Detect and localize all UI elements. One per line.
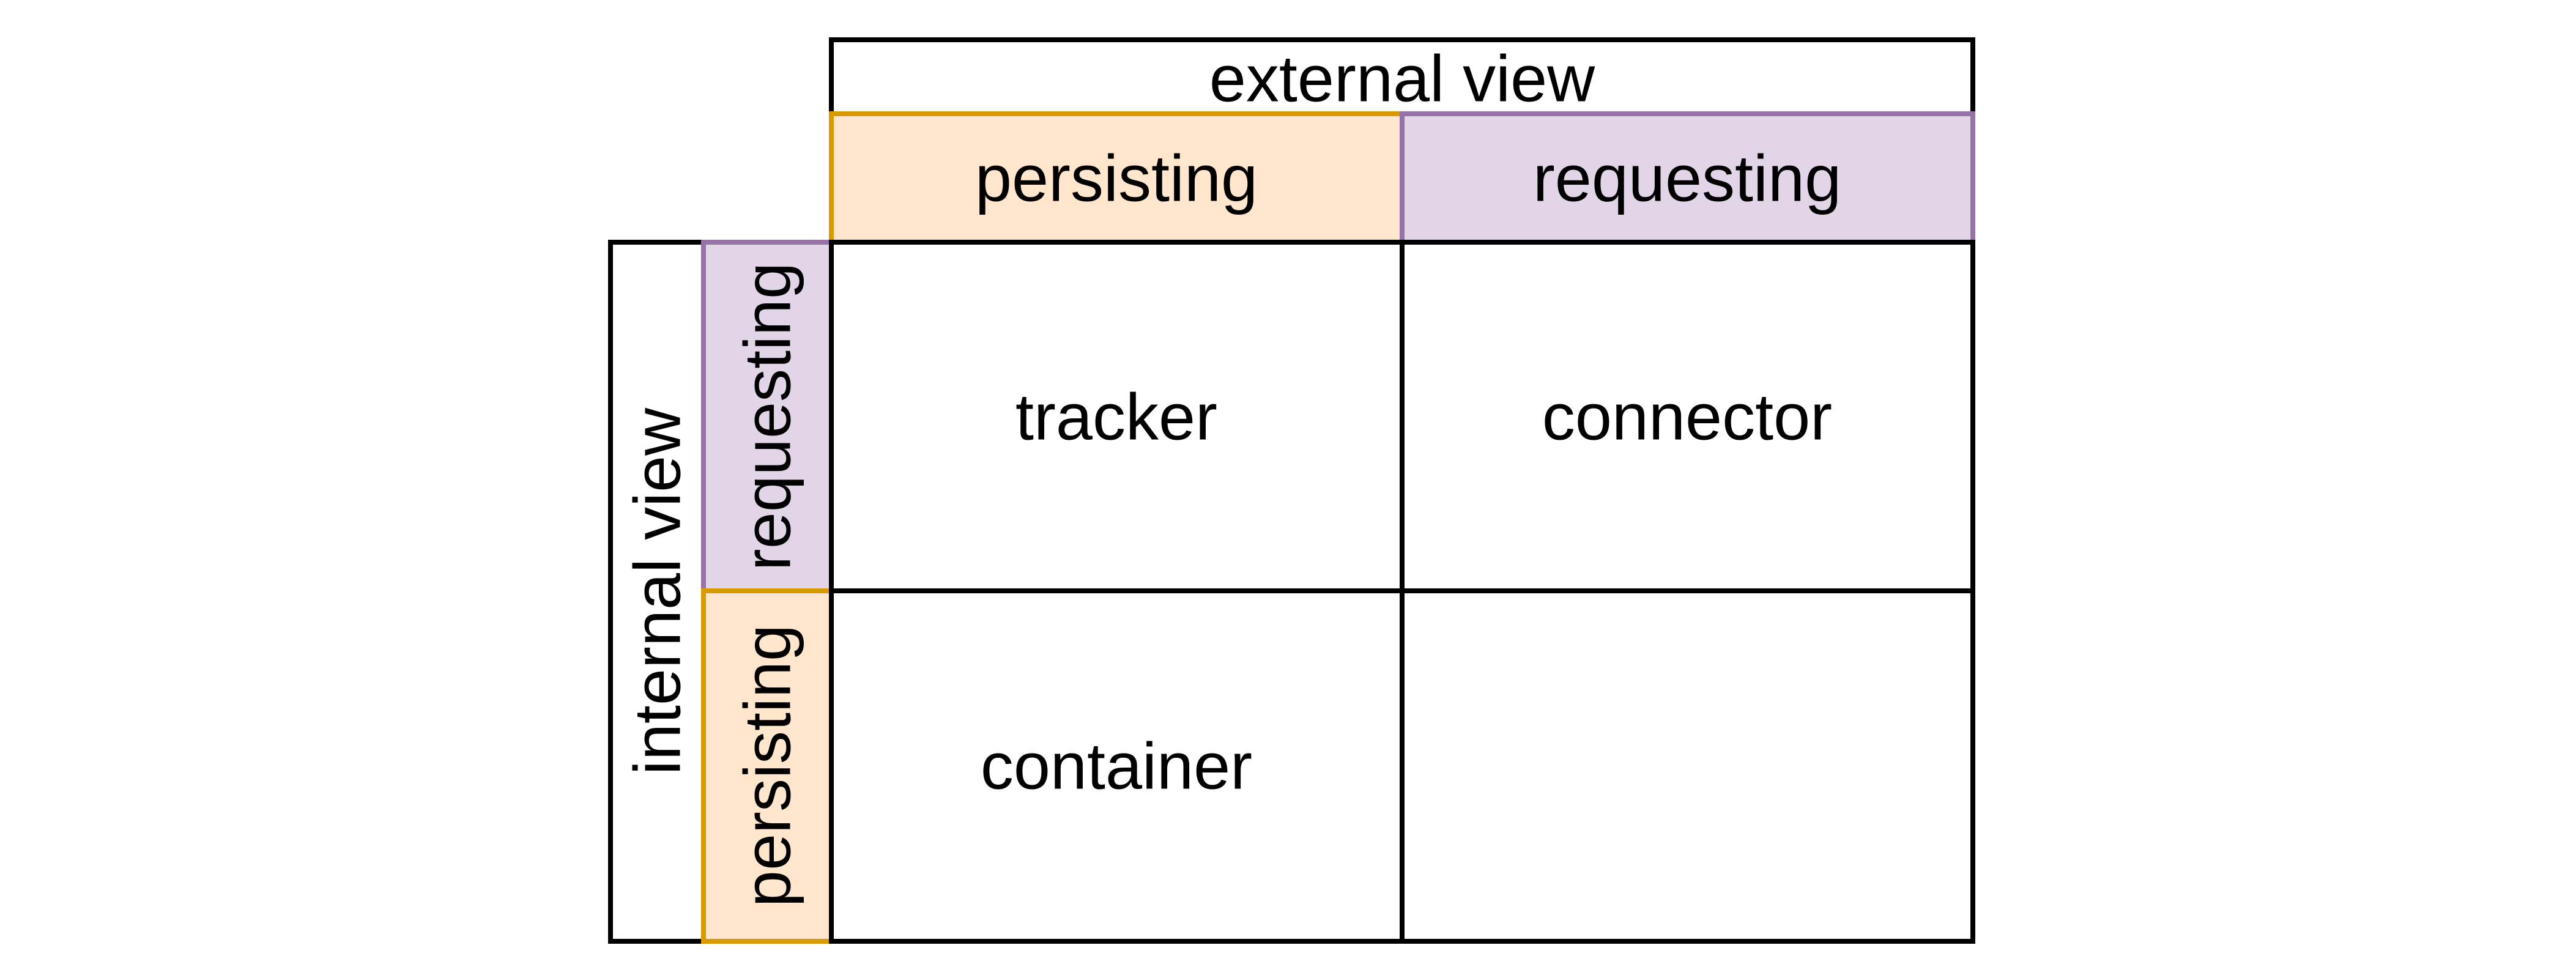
row-header-persisting-label: persisting xyxy=(730,624,804,907)
external-view-label: external view xyxy=(1209,42,1595,116)
cell-persisting-requesting xyxy=(1400,588,1975,944)
column-header-persisting-label: persisting xyxy=(975,141,1258,215)
row-header-persisting-box xyxy=(701,588,834,944)
internal-view-label: internal view xyxy=(620,407,694,775)
cell-container-label: container xyxy=(981,729,1252,803)
column-header-persisting-box xyxy=(829,111,1405,245)
cell-connector-label: connector xyxy=(1542,380,1832,454)
cell-tracker-label: tracker xyxy=(1015,380,1217,454)
row-header-requesting-label: requesting xyxy=(730,262,804,571)
column-header-requesting-label: requesting xyxy=(1533,141,1841,215)
external-view-header-box xyxy=(829,37,1975,116)
cell-requesting-requesting xyxy=(1400,240,1975,593)
cell-persisting-persisting xyxy=(829,588,1405,944)
